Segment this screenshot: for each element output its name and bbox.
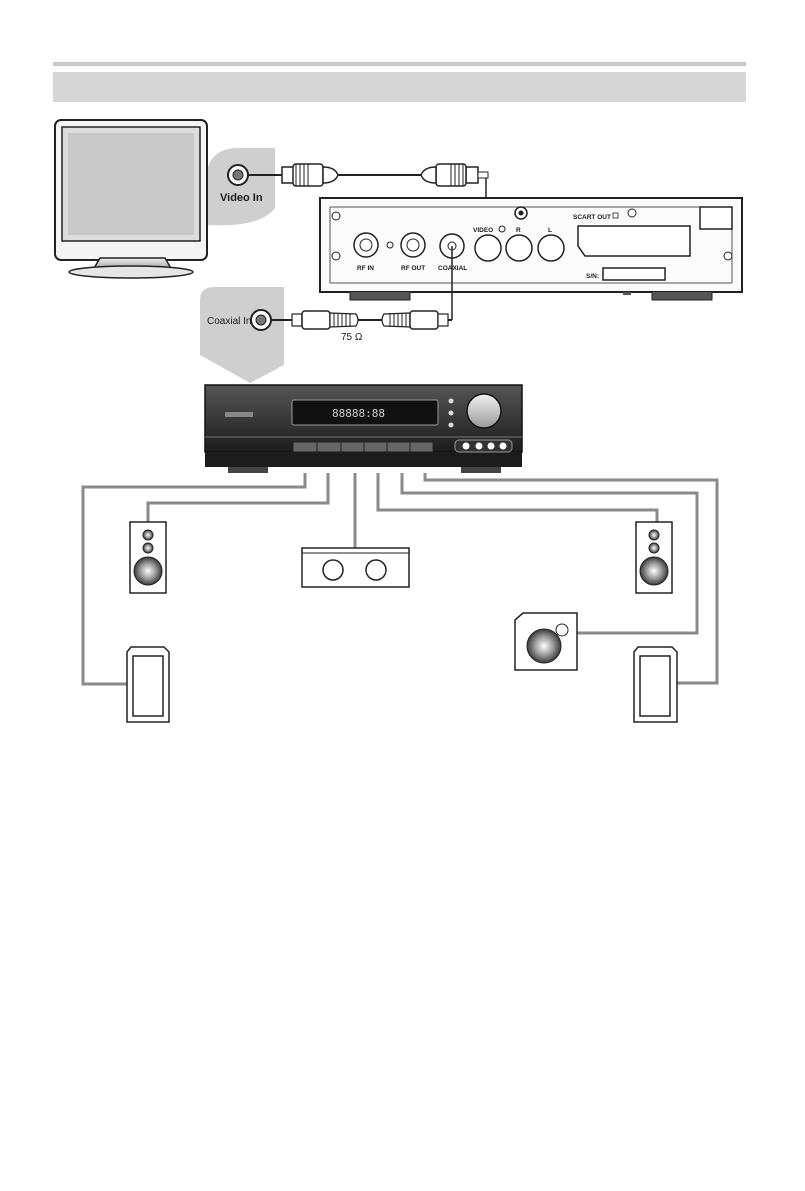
subwoofer-cable: [400, 473, 699, 635]
speaker-icon: [633, 646, 678, 723]
tv-icon: [54, 119, 208, 279]
speaker-icon: [126, 646, 170, 723]
coaxial-in-callout: [200, 287, 284, 383]
av-amplifier-icon: 88888:88: [204, 384, 523, 473]
front-right-cable: [423, 473, 719, 685]
surround-right-cable: [376, 473, 659, 522]
surround-left-cable: [146, 473, 330, 522]
subwoofer-icon: [514, 612, 578, 671]
rf-in-label: RF IN: [357, 265, 374, 272]
receiver-rear-panel: RF IN RF OUT COAXIAL VIDEO R L SCART OUT…: [319, 197, 743, 301]
front-left-cable: [81, 473, 307, 686]
amplifier-display-text: 88888:88: [332, 407, 385, 420]
scart-out-label: SCART OUT: [573, 214, 611, 221]
top-rule: [53, 62, 746, 66]
audio-l-port-icon: [537, 234, 565, 262]
audio-r-port-icon: [505, 234, 533, 262]
impedance-label: 75 Ω: [341, 332, 363, 343]
coaxial-in-label: Coaxial In: [207, 316, 251, 327]
video-in-callout: [206, 148, 275, 226]
coaxial-in-jack-icon: [250, 309, 272, 331]
rca-cable-icon: [248, 163, 489, 245]
rf-out-label: RF OUT: [401, 265, 425, 272]
section-header-band: [53, 72, 746, 102]
speaker-cables: [81, 473, 719, 686]
video-in-jack-icon: [227, 164, 249, 186]
video-in-label: Video In: [220, 192, 263, 204]
audio-l-label: L: [548, 227, 552, 234]
audio-r-label: R: [516, 227, 521, 234]
scart-port-icon: [577, 225, 691, 257]
coaxial-cable-icon: [270, 246, 453, 330]
center-speaker-icon: [301, 547, 410, 588]
video-port-icon: [474, 234, 502, 262]
video-label: VIDEO: [473, 227, 493, 234]
serial-label: S/N:: [586, 273, 599, 280]
speaker-icon: [129, 521, 167, 594]
serial-number-box: [602, 267, 666, 281]
rf-out-port-icon: [400, 232, 426, 258]
rf-in-port-icon: [353, 232, 379, 258]
speaker-icon: [635, 521, 673, 594]
